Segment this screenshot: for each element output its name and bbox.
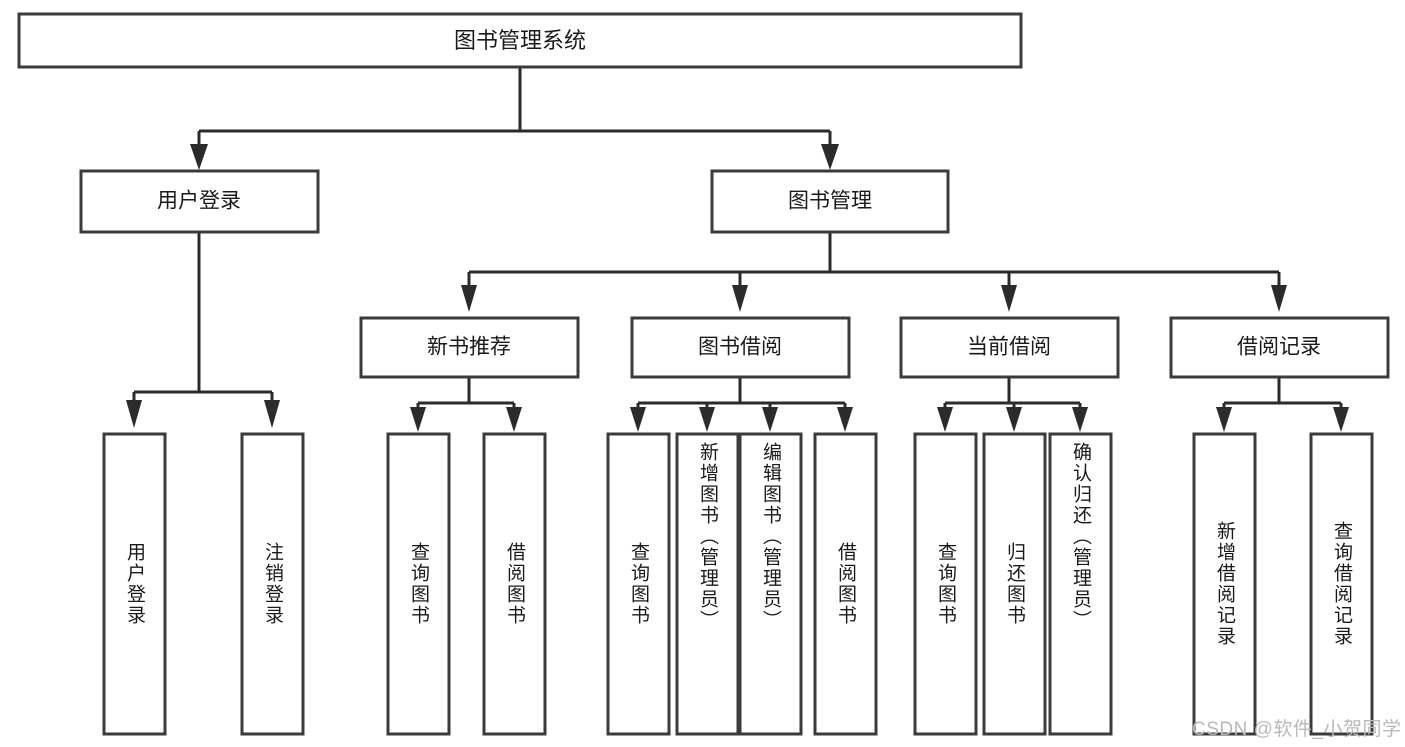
arrow-head-leaf-1 — [126, 400, 142, 428]
arrow-head-leaf-4 — [506, 407, 522, 432]
node-root-box — [17, 12, 1023, 69]
leaf-box-2[interactable] — [240, 432, 305, 736]
arrow-head-borrow-record — [1271, 285, 1287, 312]
arrow-head-current-borrow — [1001, 285, 1017, 312]
leaf-box-3[interactable] — [386, 432, 451, 736]
arrow-head-leaf-7 — [762, 407, 778, 432]
connector-group-new-books — [410, 377, 522, 432]
node-user-login-box — [79, 169, 320, 234]
arrow-head-leaf-5 — [630, 407, 646, 432]
leaf-box-6[interactable] — [675, 432, 740, 736]
node-root-label: 图书管理系统 — [454, 28, 586, 53]
arrow-head-leaf-13 — [1333, 407, 1349, 432]
arrow-head-leaf-10 — [1006, 407, 1022, 432]
node-new-book-recommend[interactable]: 新书推荐 — [359, 316, 580, 379]
node-borrow-record-label: 借阅记录 — [1237, 336, 1321, 359]
node-book-borrow-label: 图书借阅 — [698, 336, 782, 359]
arrow-head-leaf-12 — [1216, 407, 1232, 432]
node-current-borrow-label: 当前借阅 — [967, 336, 1051, 359]
arrow-head-leaf-2 — [264, 400, 280, 428]
leaf-box-11[interactable] — [1048, 432, 1113, 736]
leaf-box-7[interactable] — [738, 432, 803, 736]
leaf-box-12[interactable] — [1192, 432, 1257, 736]
node-current-borrow[interactable]: 当前借阅 — [899, 316, 1120, 379]
connector-group-book-mgmt — [461, 232, 1287, 312]
arrow-head-user-login — [190, 144, 208, 170]
leaf-box-10[interactable] — [982, 432, 1047, 736]
connector-group-user-login — [126, 232, 280, 428]
leaf-box-4[interactable] — [482, 432, 547, 736]
connector-group-root — [190, 67, 839, 170]
node-new-book-recommend-label: 新书推荐 — [427, 336, 511, 359]
node-book-borrow-box — [630, 316, 851, 379]
arrow-head-leaf-3 — [410, 407, 426, 432]
node-user-login[interactable]: 用户登录 — [79, 169, 320, 234]
arrow-head-leaf-8 — [837, 407, 853, 432]
connector-group-current-borrow — [937, 377, 1088, 432]
leaf-box-9[interactable] — [913, 432, 978, 736]
connector-group-book-borrow — [630, 377, 853, 432]
leaf-box-13[interactable] — [1309, 432, 1374, 736]
arrow-head-book-borrow — [732, 285, 748, 312]
arrow-head-new-books — [461, 285, 477, 312]
arrow-head-leaf-9 — [937, 407, 953, 432]
leaf-box-8[interactable] — [813, 432, 878, 736]
arrow-head-leaf-11 — [1072, 407, 1088, 432]
node-book-management[interactable]: 图书管理 — [710, 169, 950, 234]
leaf-box-5[interactable] — [606, 432, 671, 736]
leaf-box-1[interactable] — [102, 432, 167, 736]
arrow-head-book-mgmt — [821, 144, 839, 170]
node-new-book-recommend-box — [359, 316, 580, 379]
node-borrow-record[interactable]: 借阅记录 — [1169, 316, 1390, 379]
connector-group-borrow-record — [1216, 377, 1349, 432]
node-borrow-record-box — [1169, 316, 1390, 379]
node-book-borrow[interactable]: 图书借阅 — [630, 316, 851, 379]
node-book-management-label: 图书管理 — [788, 190, 872, 213]
node-book-management-box — [710, 169, 950, 234]
node-current-borrow-box — [899, 316, 1120, 379]
leaf-box-group — [102, 432, 1374, 736]
node-user-login-label: 用户登录 — [157, 190, 241, 213]
node-root[interactable]: 图书管理系统 — [17, 12, 1023, 69]
watermark-text: CSDN @软件_小贺同学 — [1192, 719, 1402, 740]
arrow-head-leaf-6 — [699, 407, 715, 432]
